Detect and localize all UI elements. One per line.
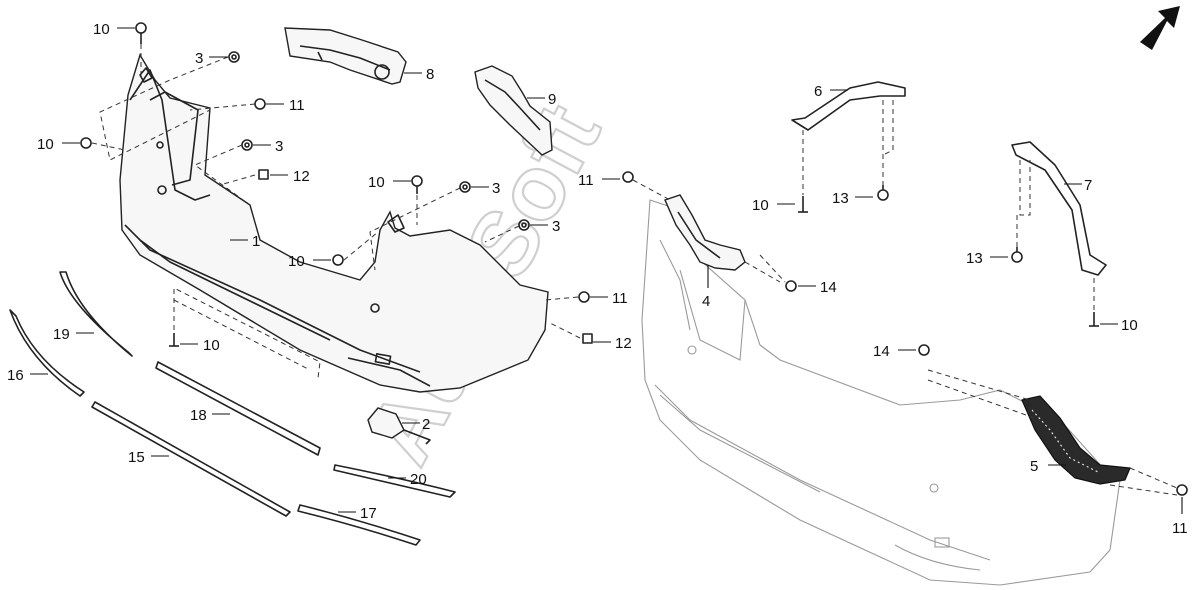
callout-12: 12 xyxy=(293,168,310,185)
stay-part-6 xyxy=(791,81,906,131)
clip-icon xyxy=(622,171,634,183)
clip-icon xyxy=(582,333,593,344)
callout-11: 11 xyxy=(1172,520,1188,537)
callout-11: 11 xyxy=(578,172,594,189)
callout-10: 10 xyxy=(288,253,305,270)
strip-part-20 xyxy=(333,464,456,498)
callout-3: 3 xyxy=(275,138,283,155)
clip-icon xyxy=(258,169,269,180)
callout-20: 20 xyxy=(410,471,427,488)
guide-lines-right xyxy=(632,100,1178,496)
callout-7: 7 xyxy=(1084,177,1092,194)
bracket-part-4 xyxy=(664,194,746,271)
clip-icon xyxy=(332,254,344,266)
nut-icon xyxy=(518,219,530,231)
arrow-up-right-icon xyxy=(1140,6,1180,50)
callout-3: 3 xyxy=(492,180,500,197)
nut-icon xyxy=(241,139,253,151)
callout-10: 10 xyxy=(203,337,220,354)
bolt-icon xyxy=(877,185,889,201)
clip-icon xyxy=(80,137,92,149)
callout-8: 8 xyxy=(426,66,434,83)
bracket-part-5 xyxy=(1021,395,1131,485)
nut-icon xyxy=(228,51,240,63)
callout-11: 11 xyxy=(612,290,628,307)
callout-10: 10 xyxy=(752,197,769,214)
callout-16: 16 xyxy=(7,367,24,384)
trim-strips xyxy=(9,271,456,546)
callout-9: 9 xyxy=(548,91,556,108)
clip-icon xyxy=(254,98,266,110)
callout-5: 5 xyxy=(1030,458,1038,475)
strip-part-19 xyxy=(59,271,133,357)
callout-2: 2 xyxy=(422,416,430,433)
clip-icon xyxy=(411,175,423,194)
nut-icon xyxy=(459,181,471,193)
callout-10: 10 xyxy=(37,136,54,153)
clip-icon xyxy=(578,291,590,303)
bracket-part-8 xyxy=(284,27,407,85)
fasteners-right xyxy=(622,171,1188,496)
callout-13: 13 xyxy=(832,190,849,207)
clip-icon xyxy=(135,22,147,44)
callout-13: 13 xyxy=(966,250,983,267)
callout-18: 18 xyxy=(190,407,207,424)
callouts: 10 3 8 9 11 10 3 12 10 3 1 3 10 11 19 10 xyxy=(7,21,1188,537)
clip-icon xyxy=(1089,312,1099,327)
callout-6: 6 xyxy=(814,83,822,100)
clip-icon xyxy=(785,280,797,292)
callout-17: 17 xyxy=(360,505,377,522)
cap-part-2 xyxy=(367,407,431,445)
bumper-cover-part-1 xyxy=(119,53,549,393)
callout-4: 4 xyxy=(702,293,710,310)
fasteners-left xyxy=(80,22,593,347)
stay-part-7 xyxy=(1011,141,1107,276)
guide-lines-left xyxy=(91,44,581,379)
bolt-icon xyxy=(1011,247,1023,263)
callout-3: 3 xyxy=(552,218,560,235)
strip-part-15 xyxy=(91,401,291,517)
callout-15: 15 xyxy=(128,449,145,466)
callout-12: 12 xyxy=(615,335,632,352)
callout-11: 11 xyxy=(289,97,305,114)
callout-14: 14 xyxy=(820,279,837,296)
callout-19: 19 xyxy=(53,326,70,343)
strip-part-17 xyxy=(297,504,421,546)
callout-3: 3 xyxy=(195,50,203,67)
bracket-part-9 xyxy=(474,65,553,156)
strip-part-18 xyxy=(155,361,321,456)
callout-10: 10 xyxy=(1121,317,1138,334)
clip-icon xyxy=(918,344,930,356)
callout-10: 10 xyxy=(368,174,385,191)
callout-1: 1 xyxy=(252,233,260,250)
strip-part-16 xyxy=(9,309,85,397)
clip-icon xyxy=(169,333,179,347)
clip-icon xyxy=(798,196,808,213)
callout-14: 14 xyxy=(873,343,890,360)
callout-10: 10 xyxy=(93,21,110,38)
clip-icon xyxy=(1176,484,1188,496)
